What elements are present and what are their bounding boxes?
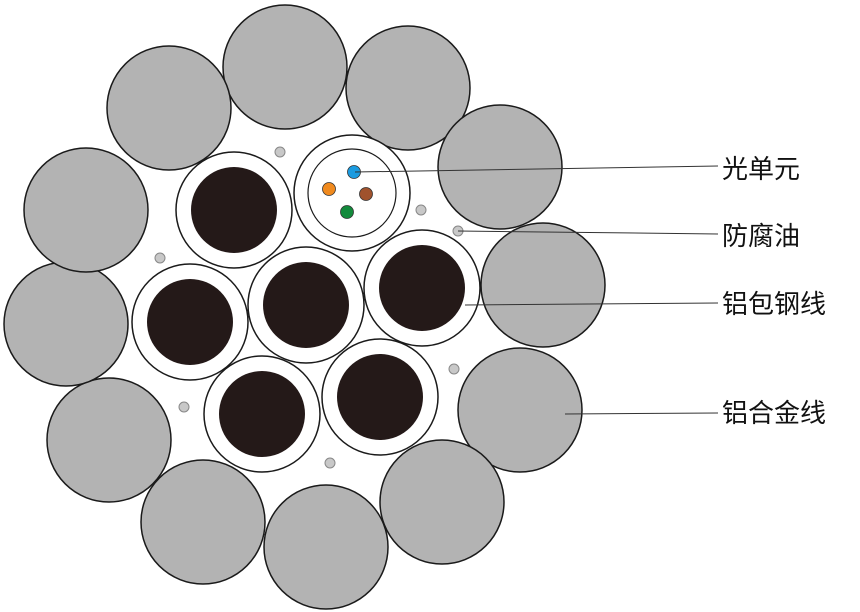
aluminum-alloy-strand [3, 261, 129, 387]
aluminum-alloy-strand [480, 222, 606, 348]
leader-line [457, 230, 719, 235]
aluminum-alloy-strand [46, 377, 172, 503]
aluminum-alloy-strand [345, 25, 471, 151]
leader-line [354, 165, 719, 173]
label-aluminum-alloy: 铝合金线 [722, 399, 826, 429]
label-optical-unit: 光单元 [722, 155, 800, 185]
outer-strand-layer [3, 4, 606, 610]
anticorrosion-oil-dot [448, 363, 460, 375]
aluminum-alloy-strand [263, 484, 389, 610]
anticorrosion-oil-dot [274, 146, 286, 158]
aluminum-clad-steel-core [263, 262, 349, 348]
leader-lines [354, 165, 719, 415]
anticorrosion-oil-dot [324, 457, 336, 469]
aluminum-alloy-strand [222, 4, 348, 130]
aluminum-alloy-strand [437, 104, 563, 230]
aluminum-alloy-strand [379, 439, 505, 565]
optical-unit-tube-inner [307, 148, 397, 238]
inner-wire-layer [131, 151, 481, 473]
label-anticorrosion-oil: 防腐油 [722, 222, 800, 252]
aluminum-clad-steel-core [337, 354, 423, 440]
aluminum-clad-steel-core [147, 279, 233, 365]
optical-fiber [340, 205, 354, 219]
aluminum-alloy-strand [457, 347, 583, 473]
optical-unit [293, 134, 411, 252]
aluminum-alloy-strand [106, 45, 232, 171]
anticorrosion-oil-dot [415, 204, 427, 216]
aluminum-clad-steel-core [219, 371, 305, 457]
anticorrosion-oil-dots [154, 146, 464, 469]
optical-fiber [359, 187, 373, 201]
label-aluminum-clad-steel: 铝包钢线 [722, 290, 826, 320]
anticorrosion-oil-dot [178, 401, 190, 413]
aluminum-clad-steel-core [379, 245, 465, 331]
aluminum-clad-steel-core [191, 167, 277, 253]
aluminum-alloy-strand [140, 459, 266, 585]
aluminum-alloy-strand [23, 147, 149, 273]
leader-line [564, 412, 719, 415]
optical-fiber [322, 182, 336, 196]
anticorrosion-oil-dot [154, 252, 166, 264]
leader-line [464, 302, 719, 306]
